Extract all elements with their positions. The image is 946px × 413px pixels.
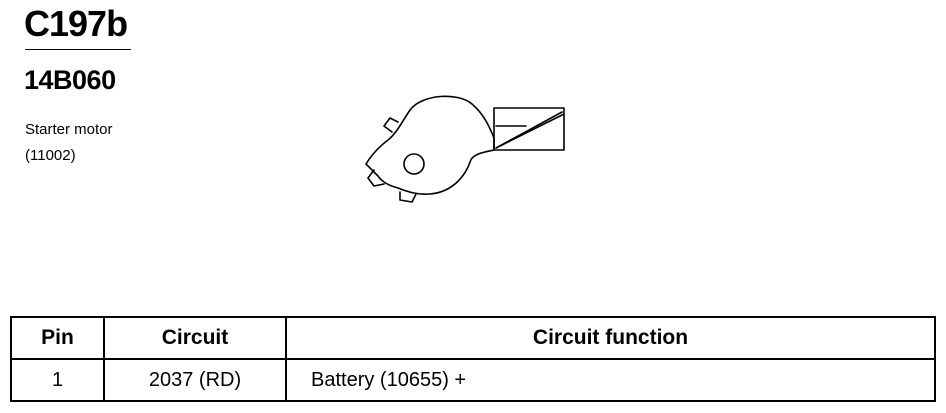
- header-circuit: Circuit: [103, 316, 287, 360]
- terminal-circle-icon: [403, 153, 425, 175]
- cell-pin: 1: [10, 358, 105, 402]
- pin-table: Pin Circuit Circuit function 1 2037 (RD)…: [10, 316, 936, 402]
- title-divider: [25, 49, 131, 50]
- table-row: 1 2037 (RD) Battery (10655) +: [10, 358, 936, 402]
- cell-circuit: 2037 (RD): [103, 358, 287, 402]
- connector-housing-outline: [365, 95, 495, 195]
- cable-stub: [493, 107, 565, 151]
- bottom-tab: [399, 191, 417, 203]
- pin-table-header-row: Pin Circuit Circuit function: [10, 316, 936, 360]
- component-name: Starter motor: [25, 121, 113, 138]
- component-reference: (11002): [25, 147, 76, 164]
- connector-face-drawing: [365, 95, 565, 203]
- header-pin: Pin: [10, 316, 105, 360]
- header-circuit-function: Circuit function: [285, 316, 936, 360]
- connector-id: C197b: [24, 3, 128, 44]
- cell-circuit-function: Battery (10655) +: [285, 358, 936, 402]
- bottom-tab-left: [367, 169, 385, 187]
- latch-tab-left: [383, 117, 399, 133]
- part-number: 14B060: [24, 65, 116, 95]
- cable-diagonal-inner: [499, 113, 565, 147]
